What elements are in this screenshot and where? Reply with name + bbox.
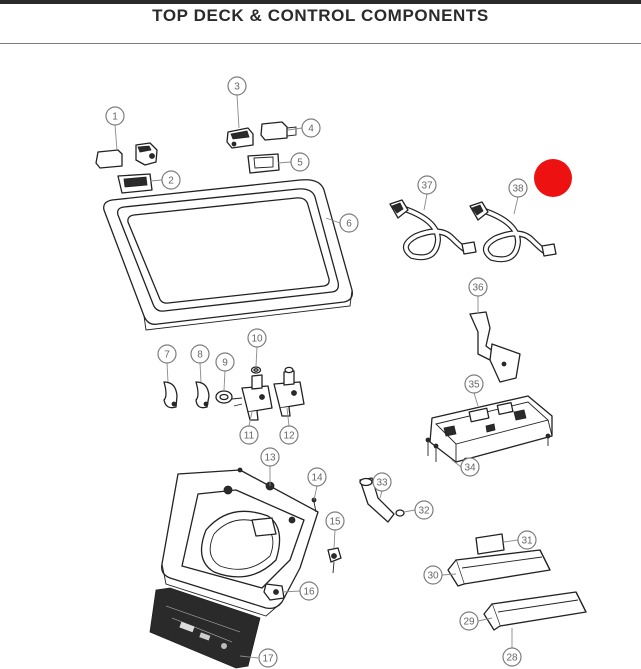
part-37-inlet-hose[interactable]	[389, 199, 477, 261]
callout-29[interactable]: 29	[459, 611, 479, 631]
callout-33[interactable]: 33	[372, 472, 392, 492]
svg-text:5: 5	[297, 158, 303, 169]
red-marker-dot	[534, 159, 572, 197]
part-30-tray[interactable]	[447, 549, 551, 587]
callout-16[interactable]: 16	[299, 581, 319, 601]
top-rule	[0, 0, 641, 4]
svg-text:35: 35	[468, 380, 480, 391]
svg-text:14: 14	[311, 473, 323, 484]
part-29-tray[interactable]	[483, 591, 587, 631]
callout-5[interactable]: 5	[290, 152, 310, 172]
part-31-label[interactable]	[475, 533, 505, 555]
svg-text:4: 4	[308, 124, 314, 135]
svg-text:37: 37	[421, 181, 433, 192]
callout-15[interactable]: 15	[325, 511, 345, 531]
leader-lines	[114, 94, 519, 659]
svg-text:8: 8	[197, 350, 203, 361]
svg-text:12: 12	[283, 431, 295, 442]
svg-text:11: 11	[244, 431, 255, 442]
exploded-parts-diagram: 1 2 3 4 5 6 7 8 9 10 11 12 13 14 15 16 1…	[95, 76, 587, 669]
callout-10[interactable]: 10	[247, 328, 267, 348]
part-7-hinge-left[interactable]	[163, 381, 178, 409]
svg-text:32: 32	[418, 506, 430, 517]
callout-30[interactable]: 30	[423, 565, 443, 585]
part-4-actuator[interactable]	[260, 121, 297, 141]
part-32-clamp[interactable]	[395, 509, 405, 517]
part-8-hinge-right[interactable]	[195, 381, 210, 409]
part-36-drain-hose[interactable]	[469, 311, 521, 383]
part-11-inlet-valve[interactable]	[231, 374, 273, 421]
callout-17[interactable]: 17	[258, 648, 278, 668]
svg-text:28: 28	[506, 653, 518, 664]
callout-14[interactable]: 14	[307, 467, 327, 487]
part-12-inlet-valve[interactable]	[273, 366, 305, 417]
callout-4[interactable]: 4	[301, 118, 321, 138]
callout-38[interactable]: 38	[508, 178, 528, 198]
callout-8[interactable]: 8	[190, 344, 210, 364]
part-1-lid-lock[interactable]	[95, 142, 158, 169]
part-9-washer[interactable]	[215, 390, 233, 404]
svg-text:38: 38	[512, 184, 524, 195]
callout-13[interactable]: 13	[260, 447, 280, 467]
svg-text:9: 9	[222, 358, 228, 369]
callout-1[interactable]: 1	[105, 106, 125, 126]
svg-text:16: 16	[303, 587, 315, 598]
svg-text:2: 2	[168, 176, 174, 187]
callout-32[interactable]: 32	[414, 500, 434, 520]
callout-9[interactable]: 9	[215, 352, 235, 372]
callout-3[interactable]: 3	[227, 76, 247, 96]
callout-12[interactable]: 12	[279, 425, 299, 445]
svg-text:13: 13	[264, 453, 276, 464]
part-15-fitting[interactable]	[327, 547, 342, 574]
svg-text:30: 30	[427, 571, 439, 582]
part-38-inlet-hose[interactable]	[469, 201, 557, 263]
title-rule	[0, 43, 641, 44]
svg-text:29: 29	[463, 617, 475, 628]
svg-text:15: 15	[329, 517, 341, 528]
callout-6[interactable]: 6	[339, 213, 359, 233]
part-16-knob-mount[interactable]	[263, 583, 285, 601]
page-title: TOP DECK & CONTROL COMPONENTS	[152, 6, 489, 25]
callout-28[interactable]: 28	[502, 647, 522, 667]
part-35-control-board[interactable]	[429, 395, 553, 463]
svg-text:6: 6	[346, 219, 352, 230]
part-10-valve-washer[interactable]	[250, 366, 262, 374]
callout-36[interactable]: 36	[468, 277, 488, 297]
svg-text:7: 7	[164, 350, 170, 361]
callout-37[interactable]: 37	[417, 175, 437, 195]
svg-text:10: 10	[251, 334, 263, 345]
part-33-hose[interactable]	[359, 477, 395, 523]
part-3-lid-lock[interactable]	[226, 127, 254, 149]
svg-text:34: 34	[464, 463, 476, 474]
svg-text:17: 17	[262, 654, 274, 665]
callout-35[interactable]: 35	[464, 374, 484, 394]
part-6-lid-frame[interactable]	[103, 179, 353, 331]
part-2-switch-bracket[interactable]	[117, 173, 153, 194]
svg-text:33: 33	[376, 478, 388, 489]
callout-2[interactable]: 2	[161, 170, 181, 190]
svg-text:31: 31	[521, 536, 533, 547]
part-5-cover[interactable]	[247, 153, 280, 174]
part-13-top-deck[interactable]	[161, 467, 319, 617]
svg-text:36: 36	[472, 283, 484, 294]
callout-11[interactable]: 11	[239, 425, 259, 445]
svg-text:1: 1	[112, 112, 118, 123]
callout-31[interactable]: 31	[517, 530, 537, 550]
callout-34[interactable]: 34	[460, 457, 480, 477]
callout-7[interactable]: 7	[157, 344, 177, 364]
svg-text:3: 3	[234, 82, 240, 93]
part-17-control-panel[interactable]	[149, 587, 261, 669]
